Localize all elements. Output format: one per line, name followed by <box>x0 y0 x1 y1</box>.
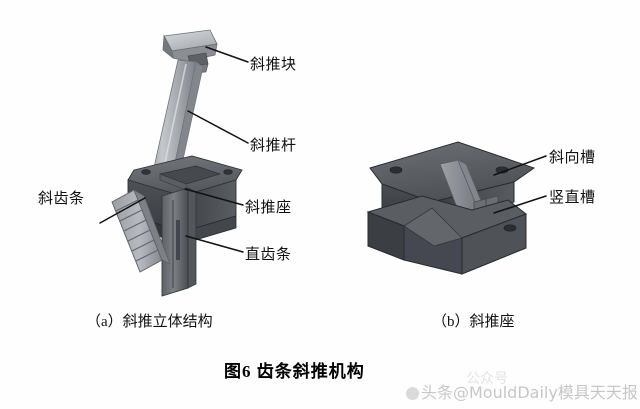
caption-panel-b: （b）斜推座 <box>432 314 515 330</box>
figure-title: 图6 齿条斜推机构 <box>224 362 365 381</box>
label-inclined-push-rod: 斜推杆 <box>250 138 297 154</box>
label-helical-rack: 斜齿条 <box>38 191 85 207</box>
label-inclined-groove: 斜向槽 <box>549 150 596 166</box>
seat-lower-block <box>366 195 528 275</box>
label-inclined-push-block: 斜推块 <box>250 57 297 73</box>
label-straight-rack: 直齿条 <box>245 247 292 263</box>
watermark-avatar-icon <box>406 387 419 400</box>
watermark-faint: 公众号 <box>466 371 508 387</box>
straight-rack-geometry <box>161 187 197 297</box>
watermark-text: 头条@MouldDaily模具天天报 <box>421 383 638 402</box>
label-vertical-groove: 竖直槽 <box>549 190 596 206</box>
watermark-main: 头条@MouldDaily模具天天报 <box>406 379 638 403</box>
label-inclined-push-seat: 斜推座 <box>245 200 292 216</box>
panel-b-3d-model <box>362 128 542 288</box>
caption-panel-a: （a）斜推立体结构 <box>86 314 213 330</box>
